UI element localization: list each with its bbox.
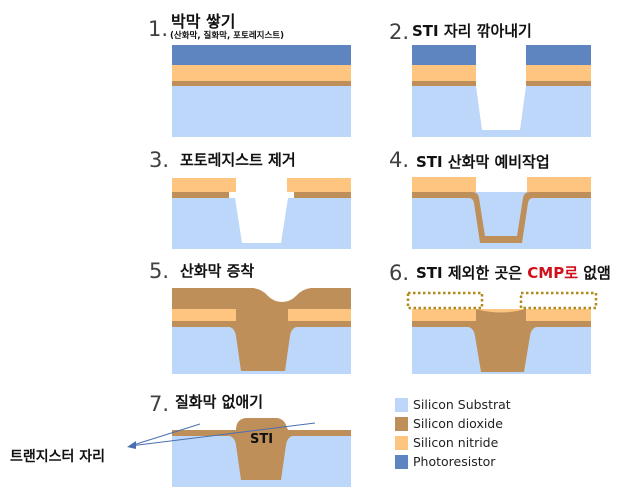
legend-label: Photoresistor xyxy=(413,454,496,469)
legend-item-photoresist: Photoresistor xyxy=(395,452,511,471)
photoresist-swatch xyxy=(395,454,408,469)
panel-1-diagram xyxy=(172,45,351,137)
step-1-subtitle: (산화막, 질화막, 포토레지스트) xyxy=(170,31,284,41)
legend: Silicon Substrat Silicon dioxide Silicon… xyxy=(395,395,511,471)
panel-7-diagram xyxy=(172,418,351,487)
step-1-number: 1. xyxy=(148,17,169,41)
step-1-title: 박막 쌓기 xyxy=(171,12,236,31)
step-6-number: 6. xyxy=(389,261,410,285)
legend-label: Silicon Substrat xyxy=(413,397,511,412)
step-6-title-highlight: CMP로 xyxy=(527,264,579,282)
legend-label: Silicon nitride xyxy=(413,435,499,450)
panel-6-diagram xyxy=(406,291,598,374)
sti-label: STI xyxy=(250,432,274,447)
nitride-swatch xyxy=(395,435,408,450)
panel-4-diagram xyxy=(412,177,591,249)
panel-2-diagram xyxy=(412,45,591,137)
panel-5-diagram xyxy=(172,288,351,374)
legend-item-oxide: Silicon dioxide xyxy=(395,414,511,433)
substrate-swatch xyxy=(395,397,408,412)
step-2-title: STI 자리 깎아내기 xyxy=(412,22,532,40)
legend-item-substrate: Silicon Substrat xyxy=(395,395,511,414)
legend-item-nitride: Silicon nitride xyxy=(395,433,511,452)
step-4-number: 4. xyxy=(389,148,410,172)
step-2-number: 2. xyxy=(389,20,410,44)
legend-label: Silicon dioxide xyxy=(413,416,503,431)
step-5-title: 산화막 증착 xyxy=(180,262,255,280)
step-3-title: 포토레지스트 제거 xyxy=(180,151,296,169)
panel-3-diagram xyxy=(172,178,351,249)
step-4-title: STI 산화막 예비작업 xyxy=(416,153,550,171)
step-7-number: 7. xyxy=(149,392,170,416)
oxide-swatch xyxy=(395,416,408,431)
step-6-title-prefix: STI 제외한 곳은 xyxy=(416,264,528,282)
step-6-title: STI 제외한 곳은 CMP로 없앰 xyxy=(416,262,611,283)
step-6-title-suffix: 없앰 xyxy=(578,264,611,282)
transistor-site-arrows xyxy=(127,422,316,449)
step-7-title: 질화막 없애기 xyxy=(175,393,264,411)
transistor-site-label: 트랜지스터 자리 xyxy=(10,449,106,465)
step-3-number: 3. xyxy=(149,148,170,172)
step-5-number: 5. xyxy=(149,259,170,283)
